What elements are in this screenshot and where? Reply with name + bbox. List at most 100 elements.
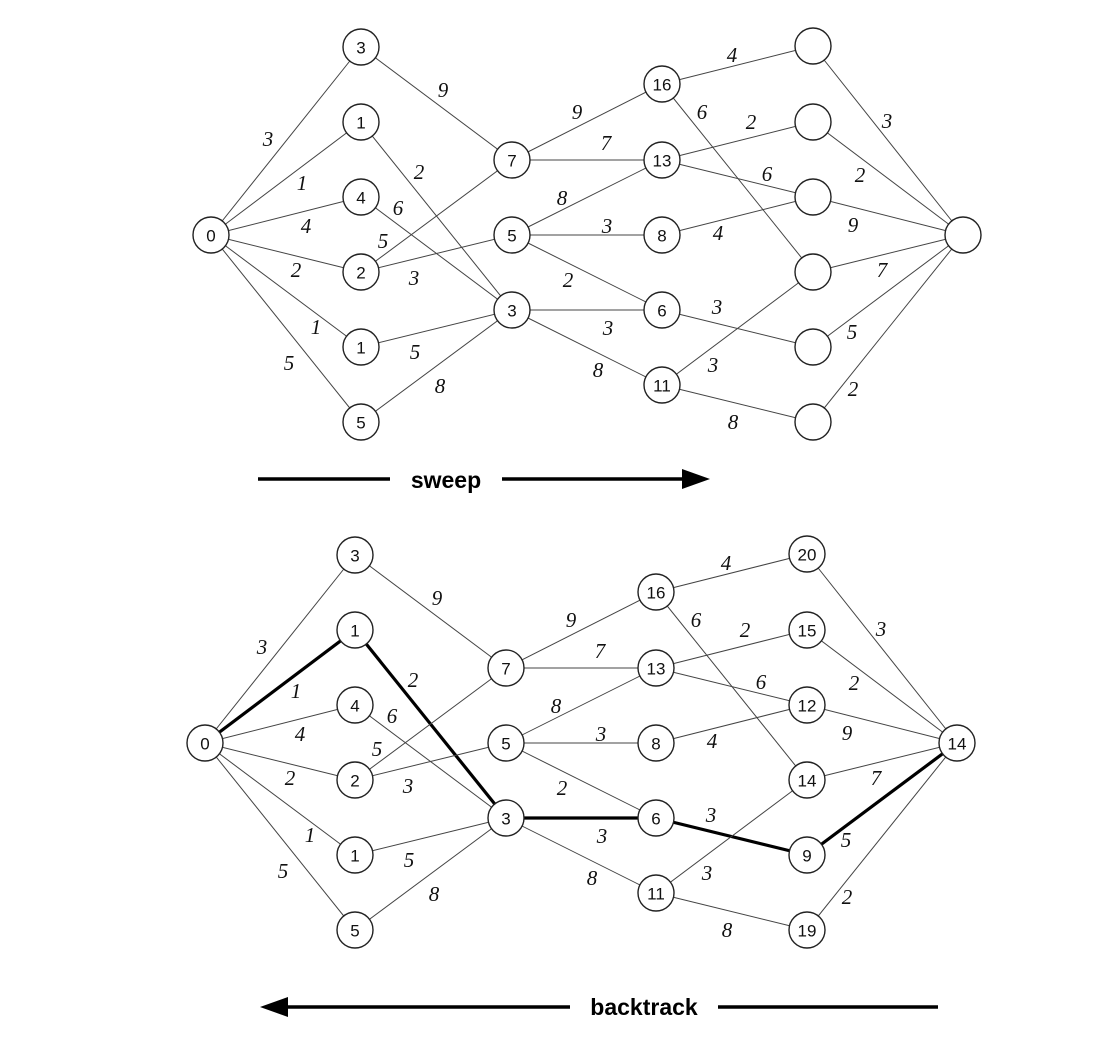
sweep-node-e4 (794, 328, 832, 366)
backtrack-node-b2: 4 (336, 686, 374, 724)
backtrack-node-label-e3: 14 (798, 772, 817, 791)
backtrack-node-circle-b5 (336, 911, 374, 949)
sweep-edge-weight-b1-c2: 2 (414, 160, 425, 184)
sweep-edge-c1-d3 (511, 234, 663, 311)
backtrack-node-circle-d2 (637, 724, 675, 762)
backtrack-node-b5: 5 (336, 911, 374, 949)
sweep-node-d0: 16 (643, 65, 681, 103)
backtrack-node-b4: 1 (336, 836, 374, 874)
backtrack-node-c0: 7 (487, 649, 525, 687)
backtrack-edge-e0-f0 (806, 553, 958, 744)
backtrack-node-e4: 9 (788, 836, 826, 874)
backtrack-edge-a0-b0 (204, 554, 356, 744)
sweep-edge-weight-c0-d1: 7 (601, 131, 613, 155)
sweep-node-circle-a0 (192, 216, 230, 254)
sweep-edge-d4-e3 (661, 271, 814, 386)
backtrack-node-e1: 15 (788, 611, 826, 649)
sweep-node-b5: 5 (342, 403, 380, 441)
backtrack-edge-weight-d4-e5: 8 (722, 918, 733, 942)
backtrack-node-b3: 2 (336, 761, 374, 799)
backtrack-edge-d0-e0 (655, 553, 808, 593)
sweep-edge-c0-d0 (511, 83, 663, 161)
backtrack-arrow-head (260, 997, 288, 1017)
backtrack-edge-weight-c1-d2: 3 (595, 722, 607, 746)
sweep-edge-weight-e3-f0: 7 (877, 258, 889, 282)
backtrack-edge-e3-f0 (806, 742, 958, 781)
backtrack-node-label-b3: 2 (350, 772, 359, 791)
backtrack-node-e3: 14 (788, 761, 826, 799)
backtrack-edge-weight-e3-f0: 7 (871, 766, 883, 790)
sweep-node-f0 (944, 216, 982, 254)
sweep-node-label-b1: 1 (356, 114, 365, 133)
sweep-node-label-d2: 8 (657, 227, 666, 246)
sweep-edge-a0-b0 (210, 46, 362, 236)
sweep-edge-c2-d4 (511, 309, 663, 386)
backtrack-edge-b4-c2 (354, 817, 507, 856)
sweep-node-label-d0: 16 (653, 76, 672, 95)
backtrack-edge-b3-c0 (354, 667, 507, 781)
backtrack-node-label-e2: 12 (798, 697, 817, 716)
sweep-edge-d1-e2 (661, 159, 814, 198)
backtrack-edge-weight-c0-d0: 9 (566, 608, 577, 632)
sweep-edge-weight-d1-e1: 2 (746, 110, 757, 134)
backtrack-edge-a0-b2 (204, 704, 356, 744)
sweep-node-e3 (794, 253, 832, 291)
backtrack-edge-a0-b5 (204, 742, 356, 931)
sweep-edge-weight-d0-e0: 4 (727, 43, 738, 67)
backtrack-node-circle-b2 (336, 686, 374, 724)
sweep-edge-b0-c0 (360, 46, 513, 161)
backtrack-edge-b3-c1 (354, 742, 507, 781)
sweep-edge-weight-b5-c2: 8 (435, 374, 446, 398)
backtrack-node-f0: 14 (938, 724, 976, 762)
sweep-edge-weight-c2-d4: 8 (593, 358, 604, 382)
sweep-node-label-c1: 5 (507, 227, 516, 246)
sweep-edge-weight-b0-c0: 9 (438, 78, 449, 102)
backtrack-node-label-b0: 3 (350, 547, 359, 566)
backtrack-edge-e4-f0 (806, 741, 958, 857)
sweep-node-label-b2: 4 (356, 189, 365, 208)
backtrack-node-circle-c2 (487, 799, 525, 837)
backtrack-edge-weight-c0-d1: 7 (595, 639, 607, 663)
sweep-edge-e0-f0 (812, 45, 964, 236)
sweep-edge-weight-e1-f0: 2 (855, 163, 866, 187)
backtrack-edge-a0-b3 (204, 742, 356, 781)
sweep-edge-a0-b2 (210, 196, 362, 236)
backtrack-node-label-e0: 20 (798, 546, 817, 565)
sweep-edge-weight-d0-e3: 6 (697, 100, 708, 124)
sweep-node-label-b5: 5 (356, 414, 365, 433)
sweep-node-e0 (794, 27, 832, 65)
sweep-edge-e3-f0 (812, 234, 964, 273)
sweep-edge-weight-e2-f0: 9 (848, 213, 859, 237)
backtrack-edge-weight-b3-c0: 5 (372, 737, 383, 761)
backtrack-node-c2: 3 (487, 799, 525, 837)
backtrack-edge-weight-c1-d1: 8 (551, 694, 562, 718)
backtrack-node-label-b4: 1 (350, 847, 359, 866)
backtrack-node-circle-e0 (788, 535, 826, 573)
backtrack-edge-weight-b1-c2: 2 (408, 668, 419, 692)
backtrack-node-circle-e2 (788, 686, 826, 724)
sweep-node-circle-e5 (794, 403, 832, 441)
backtrack-node-label-d3: 6 (651, 810, 660, 829)
sweep-edge-weight-c1-d1: 8 (557, 186, 568, 210)
backtrack-edge-weight-b4-c2: 5 (404, 848, 415, 872)
backtrack-edge-weight-b0-c0: 9 (432, 586, 443, 610)
sweep-edge-b3-c0 (360, 159, 513, 273)
sweep-node-label-c0: 7 (507, 152, 516, 171)
backtrack-node-label-d4: 11 (647, 885, 665, 904)
backtrack-node-label-b2: 4 (350, 697, 359, 716)
sweep-edge-weight-d2-e2: 4 (713, 221, 724, 245)
sweep-node-circle-d4 (643, 366, 681, 404)
backtrack-edge-c1-d1 (505, 667, 657, 744)
sweep-edge-weight-a0-b0: 3 (262, 127, 274, 151)
sweep-edge-weight-a0-b5: 5 (284, 351, 295, 375)
backtrack-edge-d4-e5 (655, 892, 808, 931)
backtrack-node-circle-b3 (336, 761, 374, 799)
backtrack-node-circle-e4 (788, 836, 826, 874)
sweep-arrow: sweep (258, 467, 710, 493)
backtrack-edge-weight-b5-c2: 8 (429, 882, 440, 906)
backtrack-node-circle-d1 (637, 649, 675, 687)
sweep-node-circle-e1 (794, 103, 832, 141)
sweep-node-b4: 1 (342, 328, 380, 366)
